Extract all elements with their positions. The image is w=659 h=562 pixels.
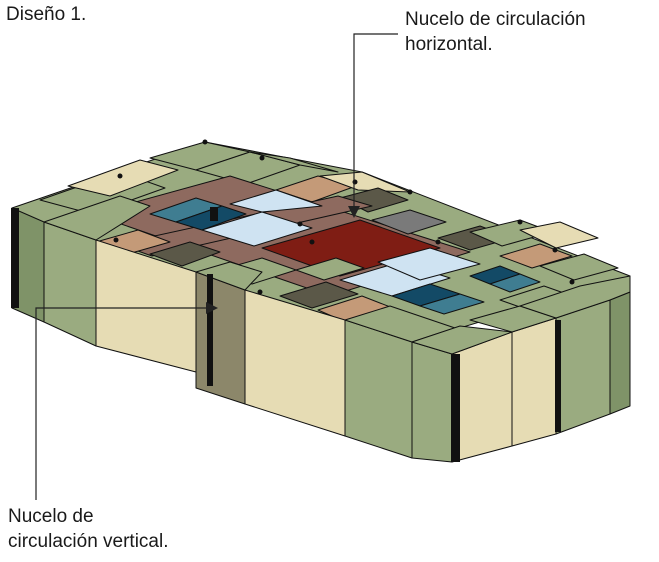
leader-vertical: [35, 307, 212, 500]
front-cream-3: [511, 317, 557, 447]
module-roof-8: [519, 221, 599, 249]
shaft-column-black: [207, 274, 213, 386]
annotation-vertical-line2: circulación vertical.: [8, 531, 169, 552]
front-green-1: [344, 319, 413, 459]
leader-vertical-arrowhead: [206, 302, 218, 314]
module-roof-9: [539, 253, 619, 281]
vertical-core-marker-left: [210, 207, 218, 221]
shaft-roof-dark-4: [279, 281, 359, 309]
annotation-vertical-line1: Nucelo de: [8, 506, 94, 527]
leader-horizontal-arrowhead: [348, 206, 360, 218]
glass-light-4: [377, 247, 481, 281]
front-green-top-2: [411, 325, 513, 355]
annotation-horizontal-line1: Nucelo de circulación: [405, 9, 586, 30]
annotation-vertical: Nucelo de circulación vertical.: [8, 302, 218, 552]
shaft-face: [195, 271, 246, 405]
annotation-horizontal-line2: horizontal.: [405, 34, 493, 55]
left-front-face-1: [43, 221, 97, 347]
front-green-3: [555, 299, 611, 435]
right-facade: [244, 275, 631, 463]
glass-light-1: [201, 211, 313, 247]
annotation-horizontal: Nucelo de circulación horizontal.: [348, 9, 586, 218]
front-green-2: [411, 341, 453, 463]
front-green-top-4: [519, 275, 631, 319]
module-roof-5: [249, 151, 339, 173]
front-column-black-2: [555, 320, 561, 432]
module-roof-2: [67, 159, 179, 197]
module-roof-12: [295, 257, 365, 281]
front-column-black-1: [451, 354, 460, 462]
diagram-caption: Diseño 1.: [6, 4, 86, 25]
glass-teal-2: [419, 293, 485, 315]
shaft-roof-gray: [371, 209, 447, 235]
glass-light-2: [229, 189, 323, 213]
front-cream-2: [451, 331, 513, 463]
shaft-side: [195, 261, 263, 291]
glass-teal-3: [489, 273, 541, 293]
left-upper-green: [43, 195, 151, 241]
roof-surface: [11, 139, 631, 343]
left-column-black: [11, 208, 19, 308]
leader-horizontal: [353, 33, 398, 215]
left-facade: [11, 195, 197, 373]
front-green-4: [609, 291, 631, 415]
shaft-roof-dark-3: [149, 241, 221, 267]
